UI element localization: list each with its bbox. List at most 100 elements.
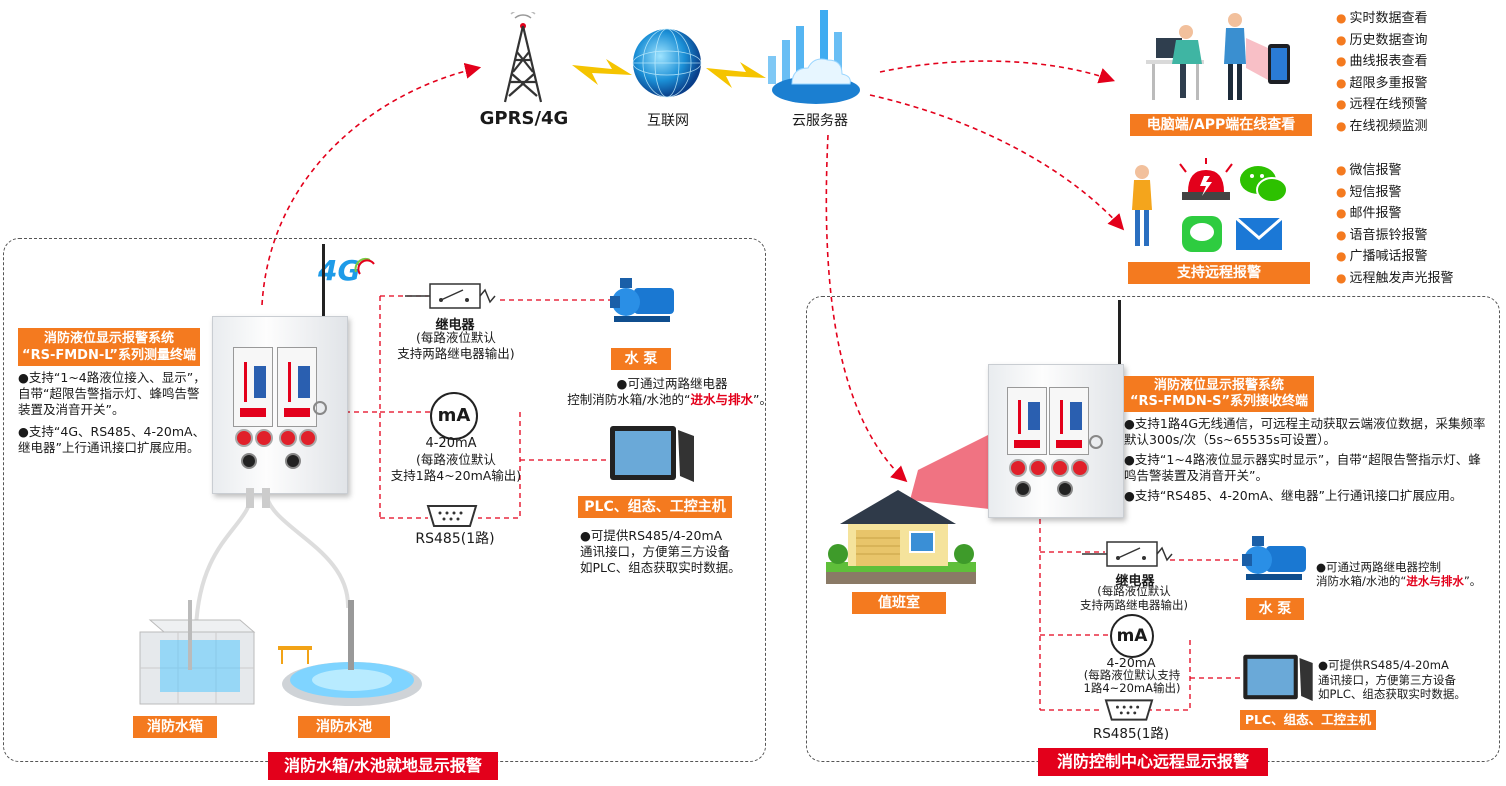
relay-description: (每路液位默认 支持两路继电器输出) (1080, 584, 1188, 612)
antenna-icon (1118, 300, 1121, 368)
arrow-device-to-tower (261, 63, 482, 306)
alarm-indicator (279, 429, 297, 447)
list-item: ●语音振铃报警 (1336, 227, 1428, 243)
globe-icon (632, 28, 702, 98)
bullet-icon: ● (1336, 75, 1347, 90)
arrow-cloud-to-pc (879, 60, 1116, 84)
ma-label: 4-20mA (425, 436, 477, 451)
list-item: ●远程触发声光报警 (1336, 270, 1454, 286)
rs485-port-icon (1104, 699, 1154, 721)
list-item: ●在线视频监测 (1336, 118, 1428, 134)
level-display-screen (233, 347, 273, 427)
duty-room-house-icon (826, 490, 976, 584)
sensor-cables (194, 488, 351, 629)
water-pump-icon (1242, 536, 1306, 580)
tank-label: 消防水箱 (133, 716, 217, 738)
ma-output-icon: mA (430, 392, 478, 440)
relay-icon (1082, 541, 1173, 567)
list-item: ●邮件报警 (1336, 206, 1402, 221)
ma-output-icon: mA (1110, 614, 1154, 658)
level-display-screen (1007, 387, 1047, 455)
relay-label: 继电器 (435, 318, 475, 333)
pump-description: ●可通过两路继电器控制 消防水箱/水池的“进水与排水”。 (1316, 560, 1482, 588)
bullet-icon: ● (1336, 11, 1347, 25)
list-item: ●远程在线预警 (1336, 97, 1428, 112)
measurement-terminal-feature: ●支持“1~4路液位接入、显示”，自带“超限告警指示灯、蜂鸣告警装置及消音开关”… (18, 370, 206, 417)
fire-water-pool-illustration (278, 600, 422, 706)
relay-label: 继电器 (1115, 574, 1155, 589)
lock-icon (1089, 435, 1103, 449)
plc-description: ●可提供RS485/4-20mA 通讯接口，方便第三方设备 如PLC、组态获取实… (1318, 658, 1466, 701)
local-section-title: 消防水箱/水池就地显示报警 (268, 752, 498, 780)
signal-beam (910, 430, 998, 510)
rs485-label: RS485(1路) (1092, 726, 1170, 742)
list-item: ●超限多重报警 (1336, 75, 1428, 91)
alarm-feature-list: ●微信报警 ●短信报警 ●邮件报警 ●语音振铃报警 ●广播喊话报警 ●远程触发声… (1336, 160, 1454, 289)
wifi-signal-icon (354, 257, 375, 275)
bullet-icon: ● (1336, 270, 1347, 285)
remote-alarm-illustration (1132, 158, 1288, 252)
antenna-icon (322, 244, 325, 316)
alarm-indicator (255, 429, 273, 447)
receiving-terminal-feature: ●支持1路4G无线通信，可远程主动获取云端液位数据，采集频率默认300s/次（5… (1124, 416, 1486, 447)
measurement-terminal-device (212, 316, 348, 494)
pump-label: 水 泵 (1246, 598, 1304, 620)
bullet-icon: ● (1336, 163, 1347, 177)
receiving-terminal-title: 消防液位显示报警系统 “RS-FMDN-S”系列接收终端 (1124, 376, 1314, 412)
alarm-indicator (1029, 459, 1047, 477)
arrow-cloud-to-duty (825, 134, 908, 483)
water-pump-icon (610, 278, 674, 322)
ma-description: (每路液位默认支持 1路4~20mA输出) (1083, 668, 1181, 695)
mute-switch (1015, 481, 1031, 497)
alarm-indicator (1071, 459, 1089, 477)
alarm-indicator (235, 429, 253, 447)
alarm-indicator (1009, 459, 1027, 477)
pc-app-users-illustration (1146, 13, 1290, 100)
level-display-screen (1049, 387, 1089, 455)
cloud-label: 云服务器 (792, 113, 848, 129)
receiving-terminal-feature: ●支持“1~4路液位显示器实时显示”，自带“超限告警指示灯、蜂鸣告警装置及消音开… (1124, 452, 1481, 483)
relay-icon (405, 283, 496, 309)
receiving-terminal-feature: ●支持“RS485、4-20mA、继电器”上行通讯接口扩展应用。 (1124, 488, 1463, 503)
level-display-screen (277, 347, 317, 427)
list-item: ●微信报警 (1336, 163, 1402, 178)
pump-description: ●可通过两路继电器 控制消防水箱/水池的“进水与排水”。 (567, 376, 772, 407)
relay-description: (每路液位默认 支持两路继电器输出) (397, 330, 515, 361)
bullet-icon: ● (1336, 54, 1347, 68)
pool-label: 消防水池 (298, 716, 390, 738)
lock-icon (313, 401, 327, 415)
plc-label: PLC、组态、工控主机 (578, 496, 732, 518)
rs485-port-icon (426, 505, 478, 527)
ma-description: (每路液位默认 支持1路4~20mA输出) (390, 452, 522, 483)
bullet-icon: ● (1336, 32, 1347, 47)
lightning-icon (572, 59, 632, 85)
cell-tower-icon (503, 12, 543, 103)
pump-label: 水 泵 (611, 348, 671, 370)
alarm-indicator (299, 429, 317, 447)
plc-host-icon (610, 426, 694, 482)
list-item: ●广播喊话报警 (1336, 249, 1428, 264)
internet-label: 互联网 (647, 113, 689, 129)
mute-switch (241, 453, 257, 469)
plc-description: ●可提供RS485/4-20mA 通讯接口，方便第三方设备 如PLC、组态获取实… (580, 528, 741, 575)
alarm-indicator (1051, 459, 1069, 477)
list-item: ●短信报警 (1336, 184, 1402, 200)
rs485-label: RS485(1路) (415, 531, 495, 547)
list-item: ●实时数据查看 (1336, 11, 1428, 26)
right-interface-lines (1039, 510, 1240, 711)
lightning-icon (706, 62, 766, 88)
pc-app-label: 电脑端/APP端在线查看 (1130, 114, 1312, 136)
measurement-terminal-feature: ●支持“4G、RS485、4-20mA、继电器”上行通讯接口扩展应用。 (18, 424, 206, 455)
bullet-icon: ● (1336, 206, 1347, 220)
duty-room-label: 值班室 (852, 592, 946, 614)
gprs-label: GPRS/4G (479, 108, 569, 129)
bullet-icon: ● (1336, 184, 1347, 199)
cloud-server-icon (768, 10, 860, 104)
ma-label: 4-20mA (1106, 655, 1156, 670)
bullet-icon: ● (1336, 227, 1347, 242)
fire-water-tank-illustration (139, 600, 256, 705)
badge-4g: 4G (318, 254, 361, 287)
mute-switch (285, 453, 301, 469)
list-item: ●历史数据查询 (1336, 32, 1428, 48)
